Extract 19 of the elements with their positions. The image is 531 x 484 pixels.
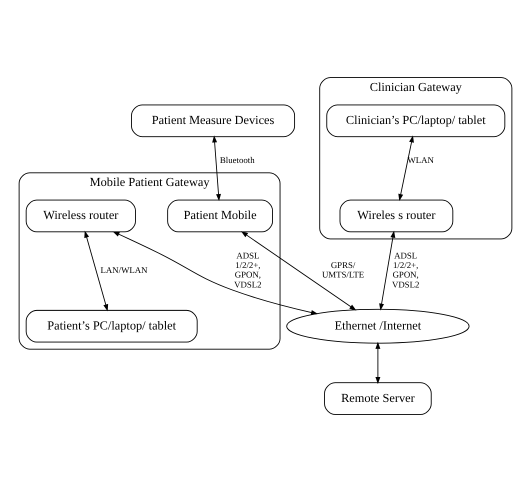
- node-box: Patient Mobile: [167, 199, 273, 232]
- node-box: Patient Measure Devices: [131, 104, 296, 137]
- node-box: Patient’s PC/laptop/ tablet: [26, 309, 198, 342]
- arrow: [379, 230, 396, 310]
- edge-label: ADSL 1/2/2+, GPON, VDSL2: [234, 250, 262, 289]
- arrow: [112, 230, 318, 314]
- node-box: Wireles s router: [340, 199, 454, 232]
- node-box: Remote Server: [324, 382, 432, 414]
- arrow: [84, 230, 108, 311]
- edge-label: GPRS/ UMTS/LTE: [322, 259, 364, 280]
- arrow: [240, 230, 356, 310]
- node-box: Clinician’s PC/laptop/ tablet: [326, 104, 506, 137]
- arrow: [212, 134, 221, 201]
- node-box: Wireless router: [26, 199, 136, 232]
- arrow: [375, 341, 380, 384]
- edge-label: ADSL 1/2/2+, GPON, VDSL2: [392, 250, 420, 289]
- edge-label: LAN/WLAN: [100, 264, 148, 274]
- arrow: [398, 134, 414, 201]
- edge-label: Bluetooth: [220, 154, 255, 165]
